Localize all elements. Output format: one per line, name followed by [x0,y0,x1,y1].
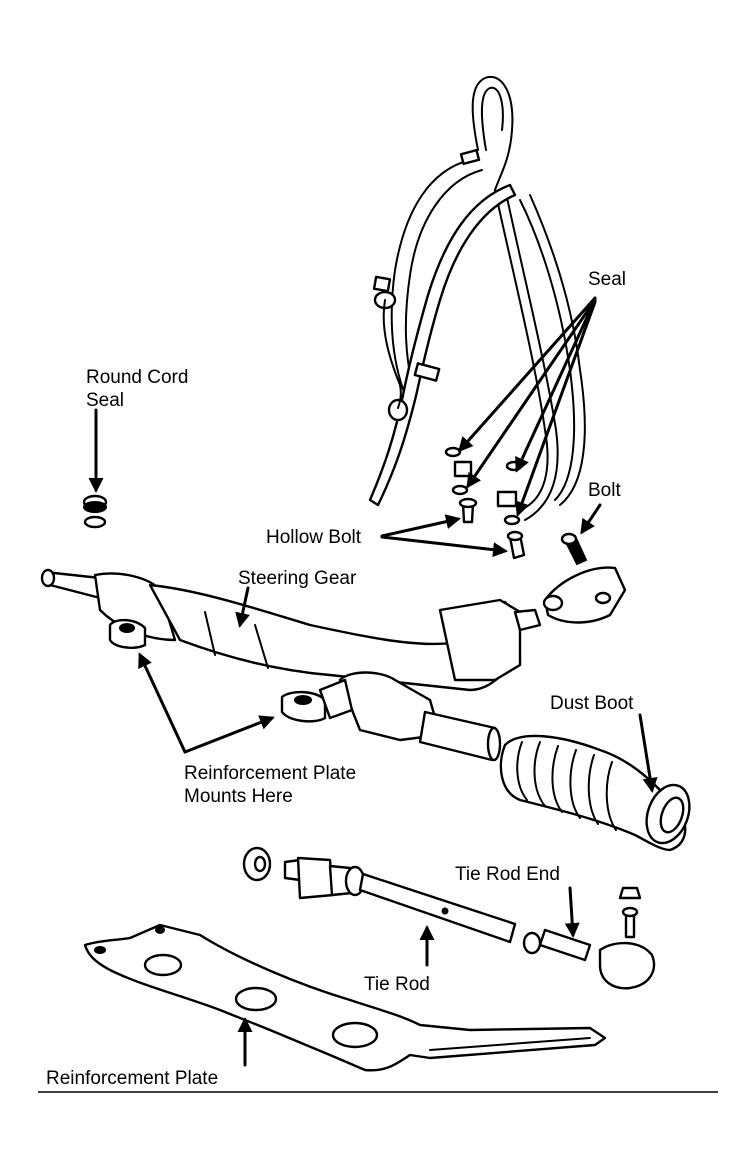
label-bolt: Bolt [588,480,621,501]
hollow-bolts [458,497,526,560]
label-dust-boot: Dust Boot [550,693,634,714]
label-reinforcement-plate-mounts-line2: Mounts Here [184,786,293,807]
steering-gear-housing [40,568,542,762]
tie-rod-assembly [242,846,656,990]
label-round-cord-seal-line2: Seal [86,390,124,411]
dust-boot [499,734,691,852]
leader-lines [88,296,658,1067]
bolt [560,532,588,566]
reinforcement-plate [83,923,607,1072]
label-reinforcement-plate-mounts-line1: Reinforcement Plate [184,763,356,784]
label-hollow-bolt: Hollow Bolt [266,527,362,548]
label-round-cord-seal-line1: Round Cord [86,367,188,388]
label-reinforcement-plate: Reinforcement Plate [46,1068,218,1089]
label-steering-gear: Steering Gear [238,568,357,589]
label-tie-rod: Tie Rod [364,974,430,995]
steering-coupling [542,566,627,624]
label-seal: Seal [588,269,626,290]
round-cord-seal [82,494,108,529]
seal-rings [444,446,523,526]
power-steering-hoses [368,75,586,521]
label-tie-rod-end: Tie Rod End [455,864,560,885]
